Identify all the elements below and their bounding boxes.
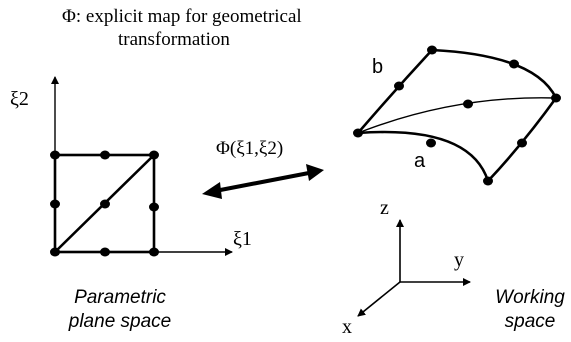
xi2-axis-label: ξ2 bbox=[10, 88, 29, 110]
node bbox=[149, 247, 159, 257]
xi1-axis-label: ξ1 bbox=[233, 228, 252, 250]
edge-a-label: a bbox=[414, 150, 426, 172]
node bbox=[426, 138, 436, 148]
parametric-nodes bbox=[50, 150, 159, 257]
parametric-caption-line2: plane space bbox=[68, 311, 172, 332]
node bbox=[394, 81, 404, 91]
working-nodes bbox=[353, 45, 561, 186]
mapping-label: Φ(ξ1,ξ2) bbox=[216, 138, 284, 159]
node bbox=[50, 150, 60, 160]
x-axis bbox=[357, 281, 401, 317]
node bbox=[149, 150, 159, 160]
node bbox=[149, 202, 159, 212]
node bbox=[100, 150, 110, 160]
parametric-caption-line1: Parametric bbox=[74, 287, 166, 308]
node bbox=[483, 176, 493, 186]
working-caption-line1: Working bbox=[495, 287, 565, 308]
working-element bbox=[357, 48, 558, 182]
edge-a bbox=[357, 130, 490, 182]
edge-b bbox=[357, 49, 433, 134]
z-axis-label: z bbox=[380, 197, 389, 219]
working-axes bbox=[357, 219, 471, 317]
x-axis-label: x bbox=[342, 316, 352, 338]
node bbox=[100, 199, 110, 209]
y-axis-label: y bbox=[454, 249, 464, 271]
node bbox=[50, 199, 60, 209]
node bbox=[551, 93, 561, 103]
node bbox=[50, 247, 60, 257]
node bbox=[463, 99, 473, 109]
edge-top bbox=[431, 48, 558, 99]
edge-diagonal bbox=[357, 97, 557, 134]
working-caption-line2: space bbox=[504, 311, 556, 332]
diagram-title-line1: Φ: explicit map for geometrical bbox=[62, 6, 302, 27]
node bbox=[509, 59, 519, 69]
node bbox=[353, 128, 363, 138]
node bbox=[427, 45, 437, 55]
node bbox=[517, 138, 527, 148]
edge-b-label: b bbox=[372, 56, 384, 78]
mapping-double-arrow bbox=[202, 164, 324, 199]
parametric-caption: Parametric plane space bbox=[40, 286, 200, 334]
working-caption: Working space bbox=[490, 286, 570, 334]
diagram-title-line2: transformation bbox=[118, 29, 230, 50]
node bbox=[100, 247, 110, 257]
